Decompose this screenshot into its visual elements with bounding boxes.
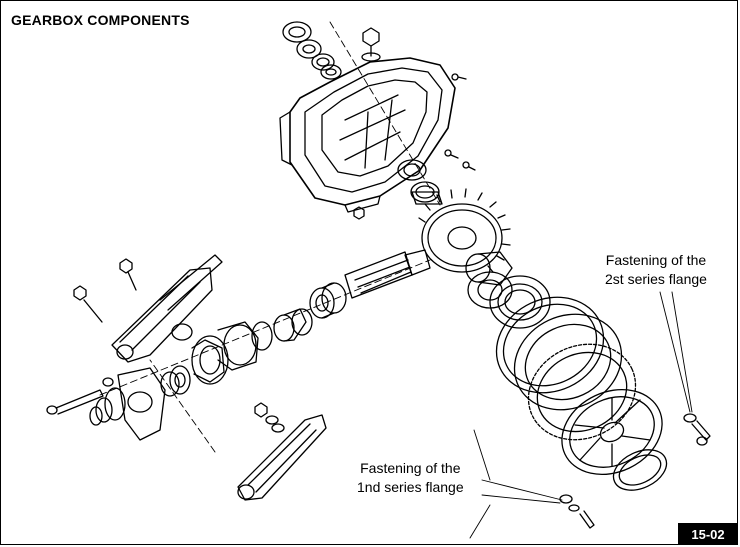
page-title: GEARBOX COMPONENTS xyxy=(11,12,190,28)
callout-2nd-series-flange: Fastening of the 2st series flange xyxy=(605,251,707,289)
gasket-3 xyxy=(513,327,652,457)
callout-1st-line2: 1nd series flange xyxy=(357,479,464,495)
callout-2nd-line1: Fastening of the xyxy=(605,252,707,268)
callout-2nd-line2: 2st series flange xyxy=(605,271,707,287)
crown-wheel xyxy=(419,189,510,272)
bracket-bolts xyxy=(74,259,136,322)
support-bracket-lower xyxy=(238,415,326,500)
gasket-2 xyxy=(499,297,638,427)
wheel-flange xyxy=(548,374,676,490)
housing-bolts xyxy=(354,74,475,219)
gearbox-housing xyxy=(280,58,455,212)
selector-screw xyxy=(47,378,113,414)
flange-bolt-2nd-series xyxy=(684,414,710,445)
callout-1st-series-flange: Fastening of the 1nd series flange xyxy=(357,459,464,497)
page-number-badge: 15-02 xyxy=(678,523,738,545)
top-oil-seal xyxy=(283,22,341,79)
flange-bolt-1st-series xyxy=(560,495,594,528)
support-bracket-upper xyxy=(112,255,222,362)
callout-leader-1st xyxy=(470,430,562,538)
selector-housing xyxy=(90,368,165,440)
o-ring xyxy=(252,322,272,350)
pinion-shaft xyxy=(345,250,430,298)
flange-seal xyxy=(607,442,673,498)
input-bearing xyxy=(310,283,346,318)
large-bearing xyxy=(490,276,550,328)
filler-plug xyxy=(362,28,380,61)
callout-1st-line1: Fastening of the xyxy=(360,460,461,476)
explosion-axis xyxy=(100,22,440,452)
callout-leader-2nd xyxy=(660,292,692,412)
input-flange-housing xyxy=(192,322,258,384)
housing-bearing xyxy=(398,160,442,204)
gasket-1 xyxy=(481,280,620,410)
lower-bracket-bolts xyxy=(255,403,284,432)
input-spacer xyxy=(274,309,312,341)
